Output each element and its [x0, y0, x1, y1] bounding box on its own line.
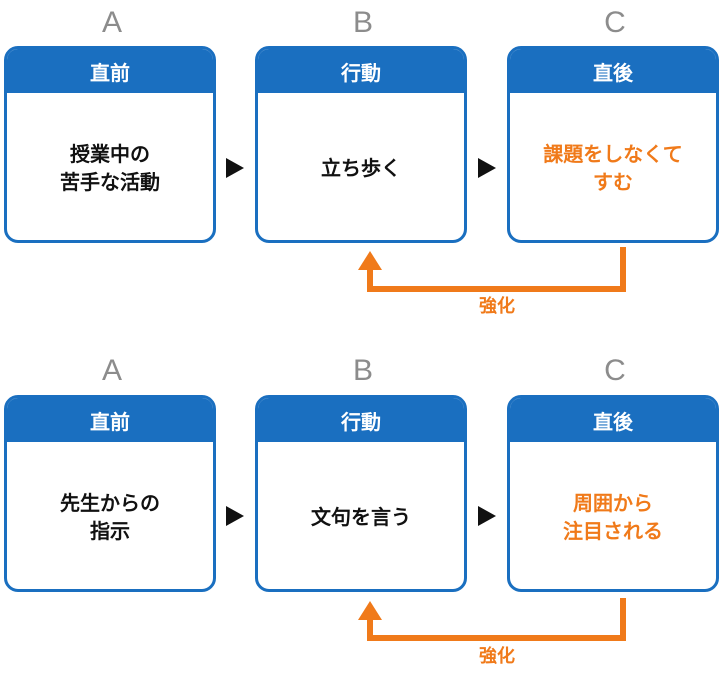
consequence-header: 直後: [510, 398, 716, 442]
behavior-box: 行動 立ち歩く: [255, 46, 467, 243]
antecedent-box: 直前 授業中の 苦手な活動: [4, 46, 216, 243]
antecedent-text: 先生からの 指示: [60, 491, 160, 543]
reinforcement-label: 強化: [479, 646, 515, 667]
antecedent-box: 直前 先生からの 指示: [4, 395, 216, 592]
arrow-right-icon: [226, 506, 244, 526]
consequence-box: 直後 課題をしなくて すむ: [507, 46, 719, 243]
behavior-text: 文句を言う: [311, 505, 411, 529]
arrow-right-icon: [478, 158, 496, 178]
consequence-text: 周囲から 注目される: [563, 491, 663, 543]
arrow-right-icon: [478, 506, 496, 526]
consequence-box: 直後 周囲から 注目される: [507, 395, 719, 592]
behavior-header: 行動: [258, 49, 464, 93]
reinforcement-label: 強化: [479, 296, 515, 317]
antecedent-header: 直前: [7, 398, 213, 442]
consequence-header: 直後: [510, 49, 716, 93]
column-letter-a: A: [101, 354, 122, 387]
column-letter-a: A: [101, 6, 122, 39]
arrow-right-icon: [226, 158, 244, 178]
column-letter-c: C: [604, 6, 626, 39]
behavior-text: 立ち歩く: [321, 156, 401, 180]
antecedent-header: 直前: [7, 49, 213, 93]
column-letter-c: C: [604, 354, 626, 387]
column-letter-b: B: [352, 354, 373, 387]
behavior-header: 行動: [258, 398, 464, 442]
consequence-text: 課題をしなくて すむ: [543, 142, 683, 194]
behavior-box: 行動 文句を言う: [255, 395, 467, 592]
column-letter-b: B: [352, 6, 373, 39]
antecedent-text: 授業中の 苦手な活動: [60, 142, 160, 194]
